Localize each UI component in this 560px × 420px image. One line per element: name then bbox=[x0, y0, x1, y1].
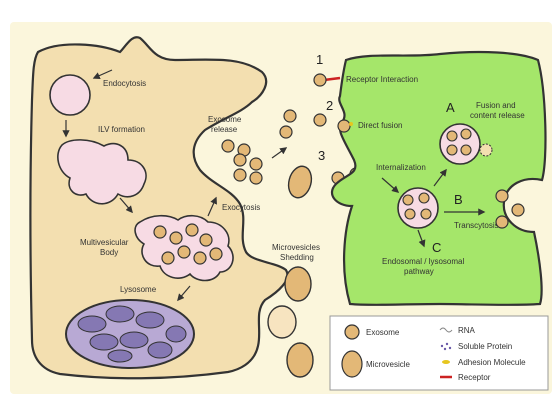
ilv-formation-label: ILV formation bbox=[98, 125, 145, 134]
legend-adhesion-icon bbox=[442, 360, 450, 364]
path-c-arrow bbox=[417, 229, 426, 248]
legend-microvesicle-icon bbox=[341, 350, 363, 378]
endosomal-pathway-line1: Endosomal / lysosomal bbox=[382, 257, 464, 266]
fusing-endosome-exosomes bbox=[446, 128, 472, 156]
legend-adhesion-label: Adhesion Molecule bbox=[458, 358, 526, 367]
released-content bbox=[479, 143, 493, 157]
legend-protein-icon bbox=[440, 342, 452, 351]
legend-receptor-label: Receptor bbox=[458, 373, 491, 382]
exosome-release-line2: release bbox=[211, 125, 238, 134]
step-b: B bbox=[454, 192, 463, 207]
recipient-cell bbox=[330, 50, 547, 306]
endosome-exosomes bbox=[402, 192, 432, 220]
exosome-release-arrow bbox=[271, 147, 288, 159]
microvesicles-label-line2: Shedding bbox=[280, 253, 314, 262]
donor-cell bbox=[29, 36, 289, 380]
microvesicle-budding bbox=[267, 305, 297, 339]
path-a-arrow bbox=[433, 168, 447, 187]
microvesicle-1 bbox=[284, 266, 312, 302]
legend-box bbox=[329, 315, 549, 391]
transcytosis-label: Transcytosis bbox=[454, 221, 499, 230]
exocytosis-arrow bbox=[207, 196, 217, 217]
receptor-mark bbox=[323, 76, 341, 82]
endosomal-pathway-line2: pathway bbox=[404, 267, 434, 276]
step-3: 3 bbox=[318, 148, 325, 163]
internalized-endosome bbox=[397, 187, 439, 229]
receptor-interaction-label: Receptor Interaction bbox=[346, 75, 418, 84]
mvb-arrow bbox=[119, 197, 133, 214]
mvb-label-line1: Multivesicular bbox=[80, 238, 129, 247]
mvb-ilvs bbox=[153, 223, 223, 265]
fusion-release-line2: content release bbox=[470, 111, 525, 120]
step-2: 2 bbox=[326, 98, 333, 113]
endocytosis-vesicle bbox=[49, 74, 91, 116]
ilv-formation-body bbox=[57, 139, 147, 205]
mvb-label-line2: Body bbox=[100, 248, 118, 257]
exocytosis-label: Exocytosis bbox=[222, 203, 260, 212]
exosome-release-line1: Exosome bbox=[208, 115, 242, 124]
legend-exosome-label: Exosome bbox=[366, 328, 400, 337]
endocytosis-label: Endocytosis bbox=[103, 79, 146, 88]
step-c: C bbox=[432, 240, 441, 255]
adhesion-molecule bbox=[349, 122, 353, 126]
step-a: A bbox=[446, 100, 455, 115]
microvesicle-2 bbox=[286, 342, 314, 378]
microvesicles-label-line1: Microvesicles bbox=[272, 243, 320, 252]
direct-fusion-label: Direct fusion bbox=[358, 121, 402, 130]
lysosome-contents bbox=[77, 305, 187, 363]
endocytosis-arrow bbox=[92, 69, 113, 79]
transcytosis-exosomes bbox=[495, 189, 525, 229]
legend-protein-label: Soluble Protein bbox=[458, 342, 512, 351]
legend-rna-icon bbox=[439, 327, 453, 333]
internalization-arrow bbox=[381, 177, 400, 193]
fusing-exosome bbox=[337, 119, 351, 133]
step-1: 1 bbox=[316, 52, 323, 67]
fusing-endosome bbox=[439, 123, 481, 165]
internalization-label: Internalization bbox=[376, 163, 426, 172]
legend-rna-label: RNA bbox=[458, 326, 476, 335]
legend-microvesicle-label: Microvesicle bbox=[366, 360, 411, 369]
lysosome-label: Lysosome bbox=[120, 285, 157, 294]
legend-exosome-icon bbox=[344, 324, 360, 340]
microvesicle-free bbox=[287, 165, 313, 199]
fusion-release-line1: Fusion and bbox=[476, 101, 516, 110]
lysosome-arrow bbox=[177, 285, 191, 302]
receptor-exosome bbox=[313, 73, 327, 87]
